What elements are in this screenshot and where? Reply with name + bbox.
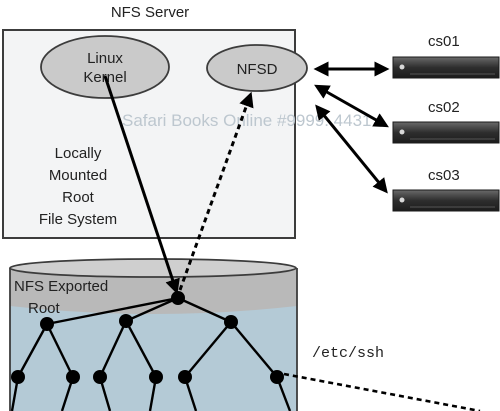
watermark: Safari Books Online #9999..4431	[122, 111, 372, 130]
tree-node	[11, 370, 25, 384]
tree-node	[93, 370, 107, 384]
tree-node	[149, 370, 163, 384]
root-fs-label-line1: Locally	[55, 145, 102, 162]
tree-node-root	[171, 291, 185, 305]
tree-node	[40, 317, 54, 331]
tree-node	[119, 314, 133, 328]
kernel-to-root-arrow	[103, 75, 180, 295]
exported-root-label-line1: NFS Exported	[14, 278, 108, 295]
nfsd-label: NFSD	[237, 61, 278, 78]
nfsd-cs03-arrow	[315, 104, 388, 194]
root-fs-label-line2: Mounted	[49, 167, 107, 184]
tree-node-etc-ssh	[270, 370, 284, 384]
exported-root-cylinder	[9, 258, 298, 411]
server-title: NFS Server	[111, 4, 189, 21]
nfsd-ellipse	[206, 44, 308, 92]
tree-node	[66, 370, 80, 384]
etc-ssh-label: /etc/ssh	[312, 345, 384, 362]
exported-root-label-line2: Root	[28, 300, 61, 317]
client-cs02-label: cs02	[428, 99, 460, 116]
tree-nodes	[11, 291, 284, 384]
client-cs03-server-icon	[392, 189, 500, 212]
client-cs01-server-icon	[392, 56, 500, 79]
client-cs02-server-icon	[392, 121, 500, 144]
root-fs-label-line3: Root	[62, 189, 95, 206]
root-fs-label-line4: File System	[39, 211, 117, 228]
tree-node	[224, 315, 238, 329]
linux-kernel-ellipse	[40, 35, 170, 99]
linux-kernel-label-line1: Linux	[87, 50, 123, 67]
client-cs03-label: cs03	[428, 167, 460, 184]
etc-ssh-dotted-line	[283, 372, 481, 411]
client-cs01-label: cs01	[428, 33, 460, 50]
root-to-nfsd-arrow	[178, 91, 254, 291]
tree-node	[178, 370, 192, 384]
